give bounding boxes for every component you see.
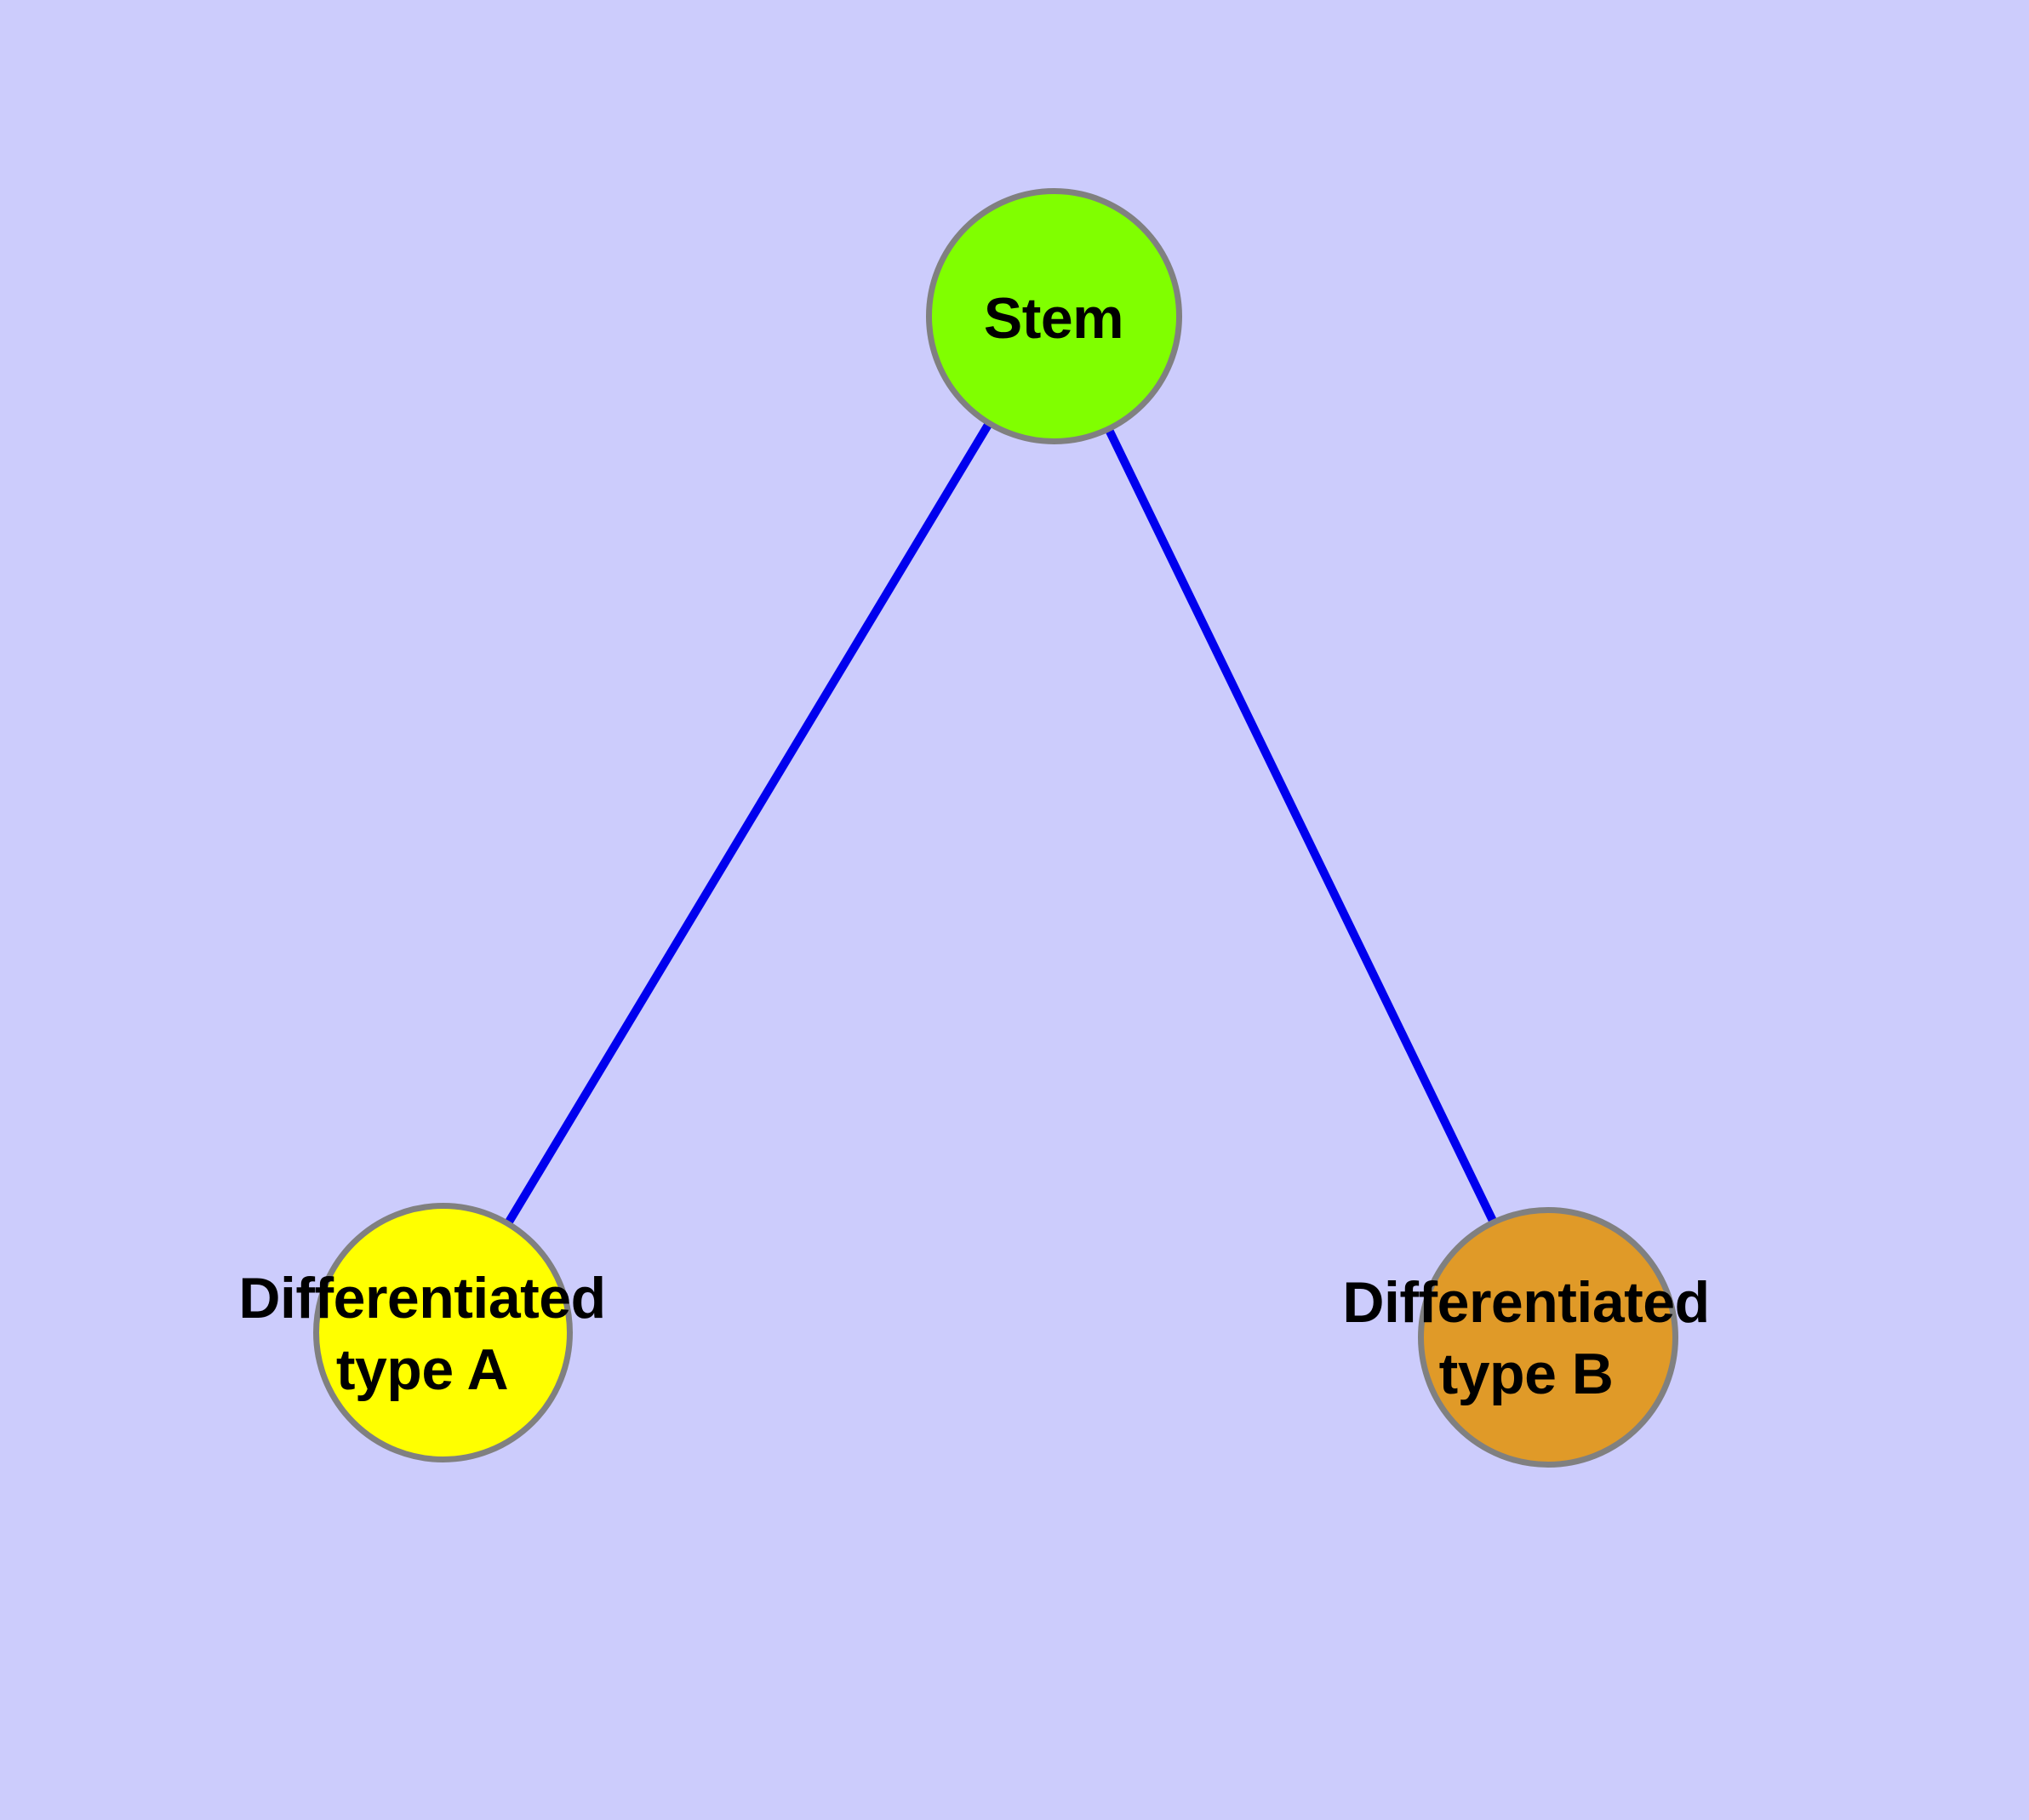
node-differentiated-type-a[interactable] xyxy=(313,1203,573,1462)
node-differentiated-type-b[interactable] xyxy=(1418,1207,1678,1468)
node-stem[interactable] xyxy=(926,188,1182,444)
edge-stem-to-type-b[interactable] xyxy=(1049,312,1553,1341)
edge-stem-to-type-a[interactable] xyxy=(438,312,1058,1336)
